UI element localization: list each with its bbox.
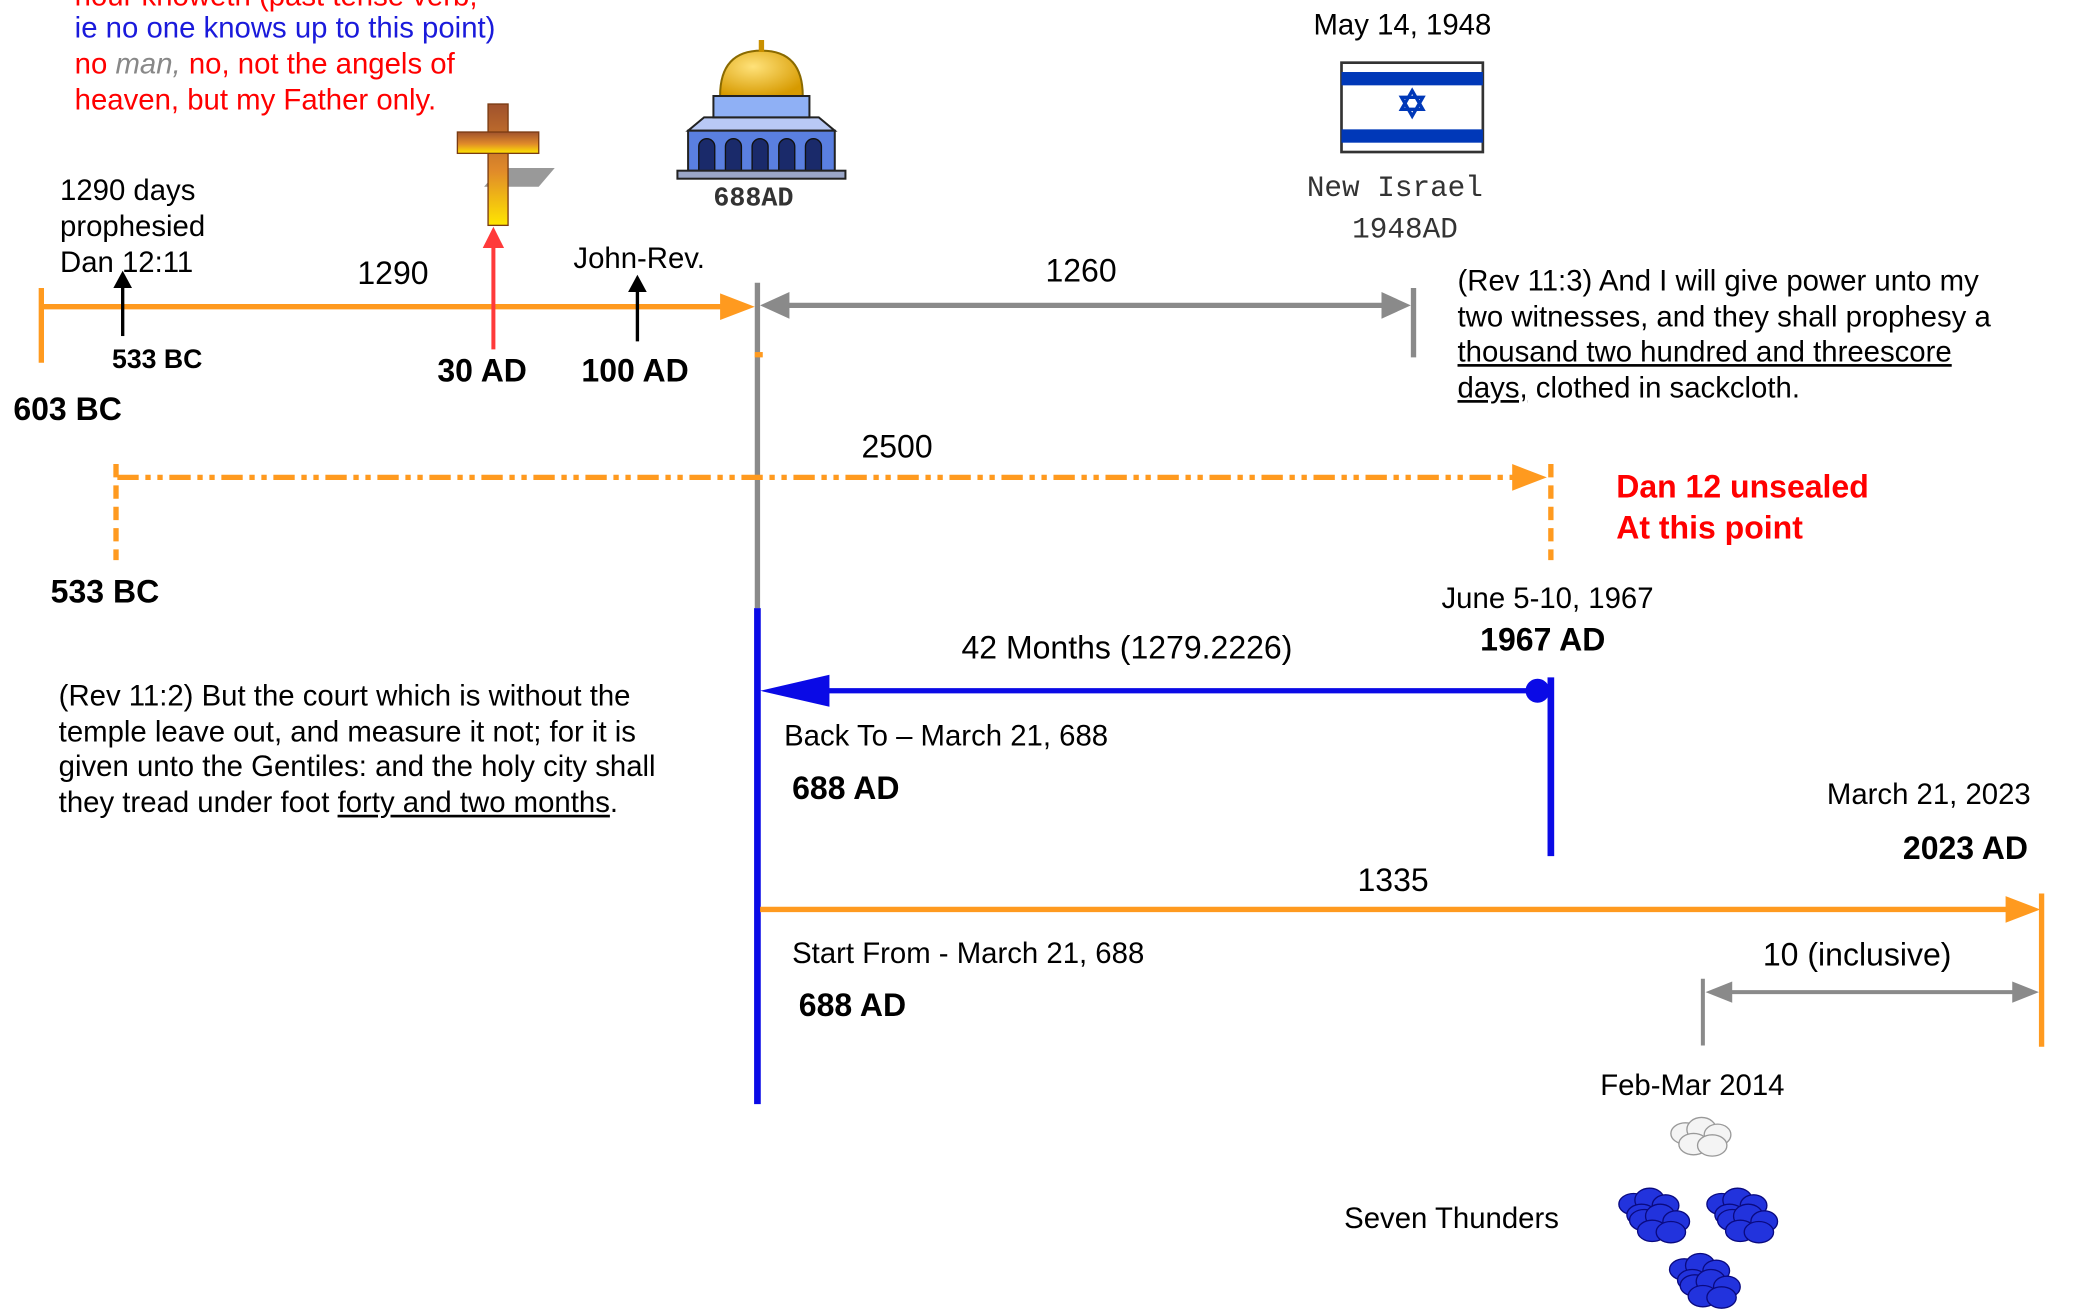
- orange-1335-line: [760, 893, 2045, 1047]
- label-533bc-small: 533 BC: [112, 345, 203, 375]
- label-june-1967: June 5-10, 1967: [1441, 581, 1654, 615]
- gray-1260-line: [754, 282, 1417, 609]
- label-1290: 1290: [357, 256, 429, 293]
- label-1260: 1260: [1045, 253, 1117, 290]
- white-cloud-icon: [1670, 1116, 1732, 1157]
- rev-11-3-sackcloth: clothed in sackcloth.: [1527, 370, 1800, 404]
- rev-11-3-text: (Rev 11:3) And I will give power unto my…: [1458, 264, 1991, 405]
- label-john-rev: John-Rev.: [573, 241, 705, 275]
- israel-flag-icon: [1340, 61, 1485, 154]
- orange-2500-dashed-line: [113, 464, 1554, 561]
- prophesied-line-2: prophesied: [60, 209, 206, 243]
- label-feb-mar-2014: Feb-Mar 2014: [1600, 1068, 1785, 1102]
- label-march-2023: March 21, 2023: [1826, 777, 2031, 811]
- rev-11-2-text: (Rev 11:2) But the court which is withou…: [59, 679, 656, 820]
- label-42-months: 42 Months (1279.2226): [961, 630, 1293, 667]
- rev-11-2-line-2: temple leave out, and measure it not; fo…: [58, 714, 636, 748]
- label-688ad-start: 688 AD: [798, 988, 907, 1025]
- label-10-inclusive: 10 (inclusive): [1762, 937, 1952, 974]
- prophesied-line-1: 1290 days: [60, 173, 196, 207]
- rev-11-2-line-1: (Rev 11:2) But the court which is withou…: [58, 678, 631, 713]
- quote-line-1: hour knoweth (past tense verb,: [75, 0, 478, 12]
- quote-line-3: no man, no, not the angels of: [75, 47, 455, 81]
- label-may-14-1948: May 14, 1948: [1313, 8, 1492, 42]
- quote-man-word: man,: [115, 46, 181, 81]
- rev-11-2-line-4: they tread under foot forty and two mont…: [59, 785, 656, 820]
- cross-icon: [456, 103, 555, 227]
- dan-12-unsealed: Dan 12 unsealed: [1616, 469, 1869, 506]
- up-arrow-30ad: [482, 226, 505, 350]
- rev-11-2-period: .: [609, 784, 619, 819]
- label-2023ad: 2023 AD: [1902, 830, 2029, 867]
- label-new-israel: New Israel: [1306, 172, 1483, 206]
- quote-line-4: heaven, but my Father only.: [74, 82, 437, 117]
- rev-11-3-days: days,: [1457, 370, 1528, 404]
- rev-11-2-forty-two: forty and two months: [337, 784, 610, 819]
- rev-11-3-line-1: (Rev 11:3) And I will give power unto my: [1457, 264, 1979, 298]
- label-back-to: Back To – March 21, 688: [784, 718, 1109, 753]
- blue-42-months-line: [754, 608, 1555, 1105]
- quote-line-3-pre: no: [74, 46, 116, 81]
- rev-11-2-tread: they tread under foot: [58, 784, 338, 819]
- label-688ad-back: 688 AD: [792, 770, 900, 807]
- label-1948ad: 1948AD: [1352, 213, 1458, 247]
- label-100ad: 100 AD: [581, 353, 689, 390]
- rev-11-3-line-4: days, clothed in sackcloth.: [1458, 370, 1991, 405]
- dome-of-the-rock-icon: [676, 40, 847, 180]
- label-30ad: 30 AD: [437, 353, 527, 390]
- quote-line-3-post: no, not the angels of: [180, 46, 455, 81]
- gray-10-inclusive-line: [1700, 978, 2039, 1046]
- label-1967ad: 1967 AD: [1480, 622, 1606, 659]
- up-arrow-533bc: [113, 270, 133, 337]
- at-this-point: At this point: [1616, 510, 1803, 547]
- up-arrow-100ad: [628, 274, 647, 342]
- label-533bc: 533 BC: [50, 574, 160, 611]
- rev-11-2-line-3: given unto the Gentiles: and the holy ci…: [58, 749, 656, 783]
- dome-label-688ad: 688AD: [713, 184, 794, 215]
- seven-thunders-clouds-icon: [1618, 1187, 1779, 1309]
- label-start-from: Start From - March 21, 688: [792, 936, 1145, 970]
- label-2500: 2500: [861, 429, 933, 466]
- orange-1290-line: [38, 288, 755, 363]
- rev-11-3-line-3: thousand two hundred and threescore: [1457, 334, 1952, 369]
- label-603bc: 603 BC: [13, 392, 122, 429]
- prophesied-line-3: Dan 12:11: [60, 245, 194, 279]
- quote-line-2: ie no one knows up to this point): [74, 10, 496, 45]
- label-1335: 1335: [1357, 862, 1429, 899]
- label-seven-thunders: Seven Thunders: [1344, 1201, 1559, 1235]
- rev-11-3-line-2: two witnesses, and they shall prophesy a: [1457, 299, 1991, 333]
